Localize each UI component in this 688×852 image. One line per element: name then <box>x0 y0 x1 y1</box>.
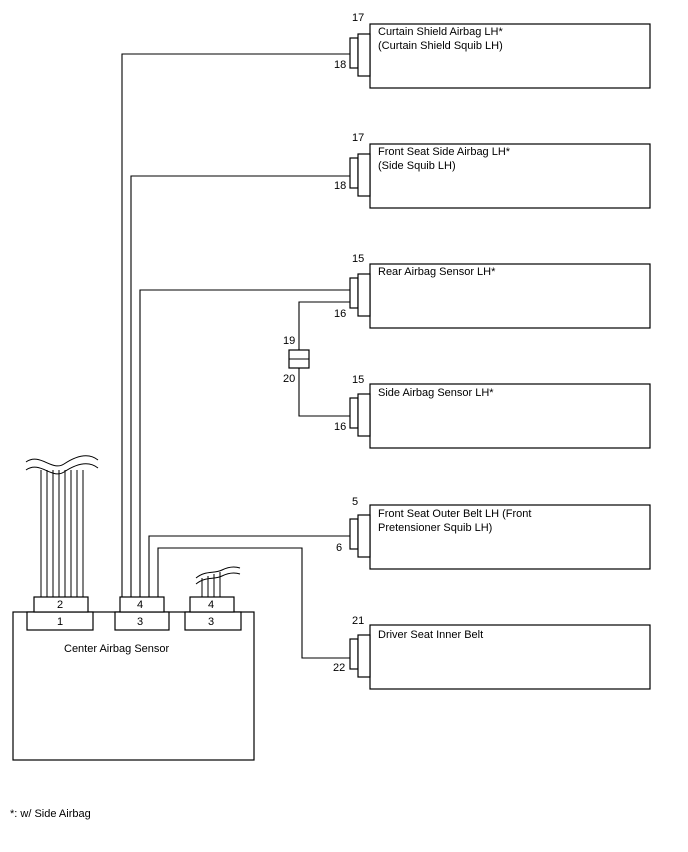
side-sensor-connector <box>349 397 359 429</box>
rear-sensor-connector-body <box>357 273 371 317</box>
middle-connector-top-label: 4 <box>137 599 143 611</box>
front-seat-side-label-2: (Side Squib LH) <box>378 160 456 172</box>
side-airbag-sensor-component: Side Airbag Sensor LH* 15 16 <box>334 374 651 449</box>
curtain-shield-airbag-component: Curtain Shield Airbag LH* (Curtain Shiel… <box>334 12 651 89</box>
wire-inner-belt <box>157 547 350 659</box>
left-connector-bottom-label: 1 <box>57 616 63 628</box>
front-seat-outer-belt-component: Front Seat Outer Belt LH (Front Pretensi… <box>336 496 651 570</box>
wire-junction-to-side <box>298 368 350 417</box>
front-seat-side-airbag-box <box>369 143 651 209</box>
inner-belt-connector <box>349 638 359 670</box>
center-airbag-sensor: Center Airbag Sensor 2 1 4 3 4 3 <box>12 596 255 761</box>
junction-connector: 19 20 <box>283 335 310 385</box>
wire-front-seat-side <box>130 175 350 598</box>
wire-rear-sensor <box>139 289 350 598</box>
curtain-shield-connector <box>349 37 359 69</box>
front-seat-side-label-1: Front Seat Side Airbag LH* <box>378 146 511 158</box>
inner-belt-pin-bottom: 22 <box>333 662 345 674</box>
outer-belt-pin-top: 5 <box>352 496 358 508</box>
outer-belt-pin-bottom: 6 <box>336 542 342 554</box>
curtain-shield-connector-body <box>357 33 371 77</box>
curtain-shield-pin-top: 17 <box>352 12 364 24</box>
right-connector-top <box>189 596 235 613</box>
left-wire-bundle <box>25 455 99 597</box>
side-sensor-pin-top: 15 <box>352 374 364 386</box>
right-bundle-break-mark-lower <box>195 572 241 585</box>
wires <box>121 53 350 659</box>
rear-airbag-sensor-component: Rear Airbag Sensor LH* 15 16 <box>334 253 651 329</box>
wire-outer-belt <box>148 535 350 598</box>
front-seat-side-pin-top: 17 <box>352 132 364 144</box>
footnote: *: w/ Side Airbag <box>10 808 91 820</box>
side-sensor-connector-body <box>357 393 371 437</box>
bundle-break-mark-lower <box>25 463 99 475</box>
rear-airbag-sensor-box <box>369 263 651 329</box>
inner-belt-pin-top: 21 <box>352 615 364 627</box>
outer-belt-connector-body <box>357 514 371 558</box>
center-airbag-sensor-box <box>12 611 255 761</box>
side-sensor-pin-bottom: 16 <box>334 421 346 433</box>
front-seat-side-connector <box>349 157 359 189</box>
wire-curtain-shield <box>121 53 350 598</box>
outer-belt-label-2: Pretensioner Squib LH) <box>378 522 492 534</box>
side-airbag-sensor-box <box>369 383 651 449</box>
front-seat-side-pin-bottom: 18 <box>334 180 346 192</box>
rear-sensor-connector <box>349 277 359 309</box>
inner-belt-label-1: Driver Seat Inner Belt <box>378 629 483 641</box>
driver-seat-inner-belt-box <box>369 624 651 690</box>
right-connector-top-label: 4 <box>208 599 214 611</box>
curtain-shield-airbag-box <box>369 23 651 89</box>
driver-seat-inner-belt-component: Driver Seat Inner Belt 21 22 <box>333 615 651 690</box>
curtain-shield-label-2: (Curtain Shield Squib LH) <box>378 40 503 52</box>
front-seat-side-connector-body <box>357 153 371 197</box>
right-connector-bottom-label: 3 <box>208 616 214 628</box>
rear-sensor-label-1: Rear Airbag Sensor LH* <box>378 266 496 278</box>
outer-belt-label-1: Front Seat Outer Belt LH (Front <box>378 508 531 520</box>
rear-sensor-pin-top: 15 <box>352 253 364 265</box>
wire-rear-to-junction <box>298 301 350 350</box>
right-wire-bundle <box>195 566 241 597</box>
curtain-shield-label-1: Curtain Shield Airbag LH* <box>378 26 503 38</box>
middle-connector-bottom-label: 3 <box>137 616 143 628</box>
rear-sensor-pin-bottom: 16 <box>334 308 346 320</box>
junction-pin-bottom: 20 <box>283 373 295 385</box>
outer-belt-connector <box>349 518 359 550</box>
left-connector-top <box>33 596 89 613</box>
middle-connector-top <box>119 596 165 613</box>
junction-pin-top: 19 <box>283 335 295 347</box>
bundle-break-mark-upper <box>25 455 99 467</box>
inner-belt-connector-body <box>357 634 371 678</box>
front-seat-side-airbag-component: Front Seat Side Airbag LH* (Side Squib L… <box>334 132 651 209</box>
center-airbag-sensor-label: Center Airbag Sensor <box>64 643 170 655</box>
side-sensor-label-1: Side Airbag Sensor LH* <box>378 387 494 399</box>
right-bundle-break-mark-upper <box>195 566 241 579</box>
front-seat-outer-belt-box <box>369 504 651 570</box>
curtain-shield-pin-bottom: 18 <box>334 59 346 71</box>
left-connector-top-label: 2 <box>57 599 63 611</box>
